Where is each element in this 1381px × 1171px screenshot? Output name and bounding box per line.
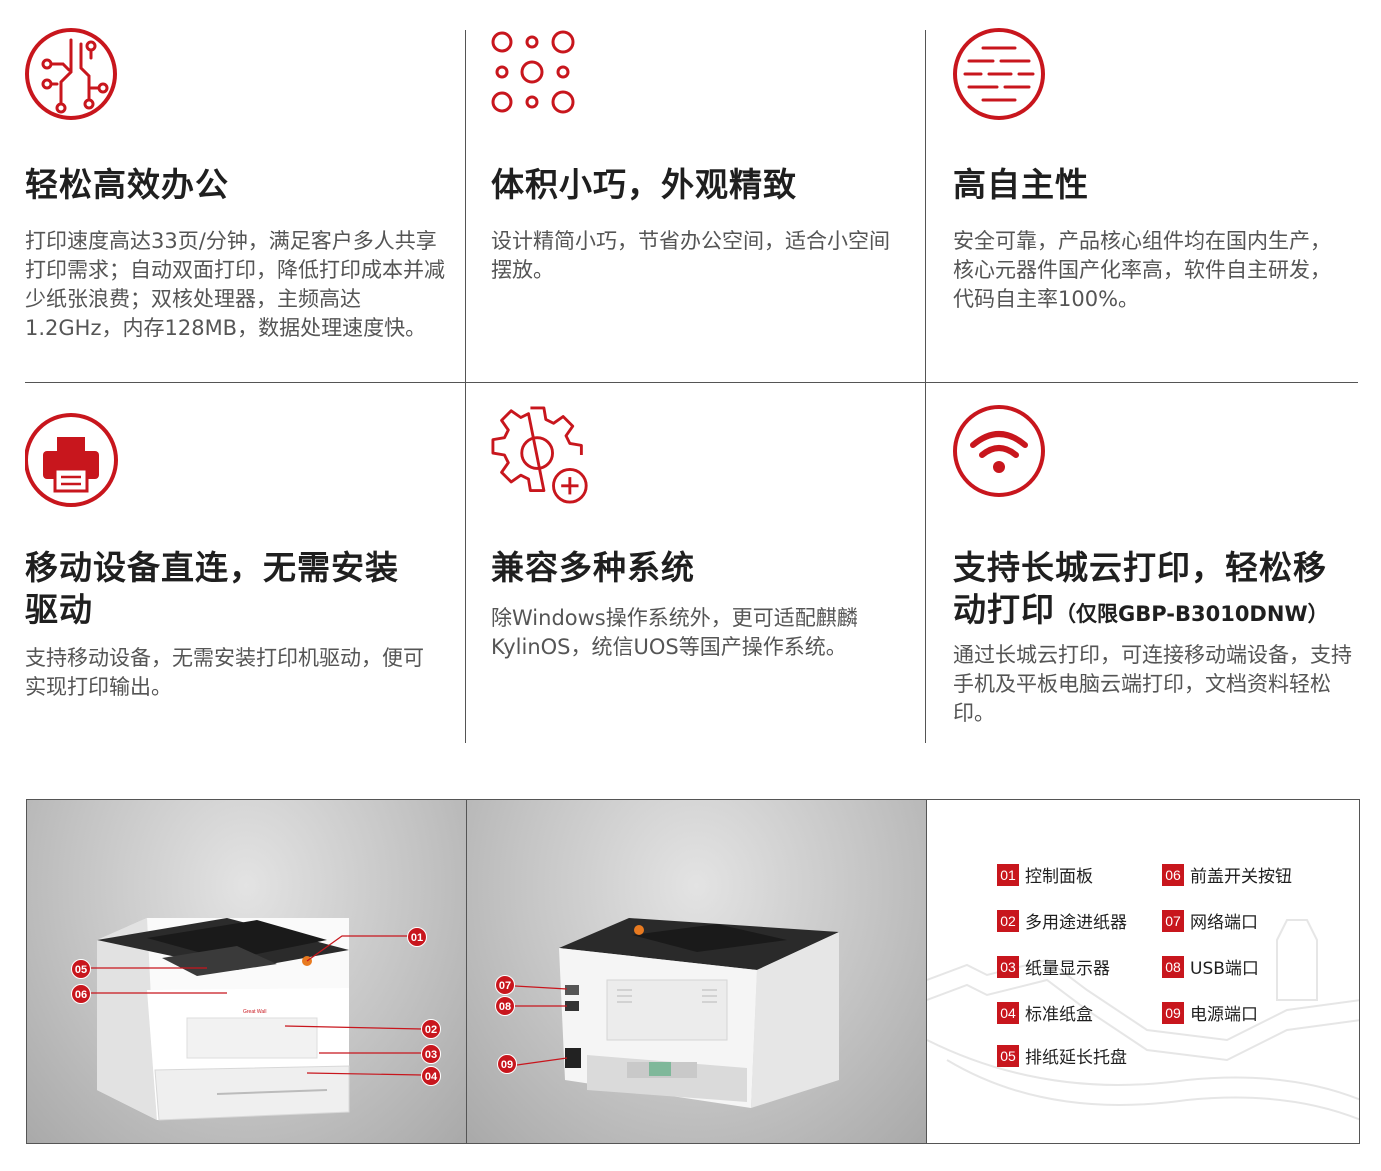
callout-03: 03 [421, 1044, 441, 1064]
legend-number: 06 [1162, 863, 1184, 886]
legend-number: 05 [997, 1044, 1019, 1067]
legend-number: 04 [997, 1001, 1019, 1024]
callout-09: 09 [497, 1054, 517, 1074]
legend-label: 排纸延长托盘 [1025, 1048, 1127, 1068]
feature-title: 轻松高效办公 [25, 165, 229, 204]
feature-title: 体积小巧，外观精致 [491, 165, 797, 204]
feature-desc: 除Windows操作系统外，更可适配麒麟KylinOS，统信UOS等国产操作系统… [491, 606, 858, 659]
legend-label: 纸量显示器 [1025, 959, 1110, 979]
printer-icon [25, 413, 118, 507]
feature-title: 支持长城云打印，轻松移动打印（仅限GBP-B3010DNW） [953, 547, 1353, 635]
divider-vertical [925, 383, 926, 743]
feature-title-main: 支持长城云打印，轻松移动打印 [953, 548, 1327, 629]
circuit-icon [25, 28, 117, 120]
legend-item: 06 前盖开关按钮 [1162, 862, 1292, 887]
dots-grid-icon [491, 30, 575, 114]
divider-vertical [925, 30, 926, 382]
feature-desc: 设计精简小巧，节省办公空间，适合小空间摆放。 [491, 229, 890, 282]
legend-item: 05 排纸延长托盘 [997, 1043, 1127, 1068]
legend-item: 09 电源端口 [1162, 1000, 1258, 1025]
legend-item: 01 控制面板 [997, 862, 1093, 887]
legend-label: 网络端口 [1190, 913, 1258, 933]
legend-number: 08 [1162, 955, 1184, 978]
legend-label: 多用途进纸器 [1025, 913, 1127, 933]
lines-icon [953, 28, 1045, 120]
feature-desc: 安全可靠，产品核心组件均在国内生产，核心元器件国产化率高，软件自主研发，代码自主… [953, 229, 1331, 311]
divider-horizontal [25, 382, 1358, 383]
legend-item: 03 纸量显示器 [997, 954, 1110, 979]
legend-number: 07 [1162, 909, 1184, 932]
callout-08: 08 [495, 996, 515, 1016]
legend-item: 07 网络端口 [1162, 908, 1258, 933]
great-wall-watermark-icon [927, 919, 1359, 1121]
feature-title: 兼容多种系统 [491, 548, 695, 587]
legend-label: 控制面板 [1025, 867, 1093, 887]
legend-label: 标准纸盒 [1025, 1005, 1093, 1025]
printer-rear-illustration [514, 918, 839, 1108]
legend-label: 电源端口 [1190, 1005, 1258, 1025]
legend-number: 02 [997, 909, 1019, 932]
legend-item: 02 多用途进纸器 [997, 908, 1127, 933]
wifi-icon [953, 405, 1045, 497]
callout-04: 04 [421, 1066, 441, 1086]
printer-front-view: Great Wall 01 05 06 02 03 04 [26, 799, 467, 1144]
feature-desc: 支持移动设备，无需安装打印机驱动，便可实现打印输出。 [25, 646, 424, 699]
printer-rear-view: 07 08 09 [466, 799, 927, 1144]
legend-number: 09 [1162, 1001, 1184, 1024]
callout-05: 05 [71, 959, 91, 979]
printer-front-illustration: Great Wall [85, 918, 423, 1121]
gear-plus-icon [491, 406, 588, 504]
legend-number: 03 [997, 955, 1019, 978]
divider-vertical [465, 383, 466, 743]
callout-01: 01 [407, 927, 427, 947]
feature-title-note: （仅限GBP-B3010DNW） [1055, 602, 1329, 626]
callout-02: 02 [421, 1019, 441, 1039]
feature-desc: 打印速度高达33页/分钟，满足客户多人共享打印需求；自动双面打印，降低打印成本并… [25, 229, 445, 340]
legend-item: 08 USB端口 [1162, 954, 1259, 979]
callout-06: 06 [71, 984, 91, 1004]
feature-desc: 通过长城云打印，可连接移动端设备，支持手机及平板电脑云端打印，文档资料轻松印。 [953, 643, 1352, 725]
legend-label: 前盖开关按钮 [1190, 867, 1292, 887]
feature-title: 高自主性 [953, 165, 1089, 204]
legend-item: 04 标准纸盒 [997, 1000, 1093, 1025]
callout-07: 07 [495, 975, 515, 995]
divider-vertical [465, 30, 466, 382]
feature-title: 移动设备直连，无需安装驱动 [25, 548, 399, 629]
legend-label: USB端口 [1190, 959, 1259, 979]
legend-number: 01 [997, 863, 1019, 886]
printer-brand-label: Great Wall [243, 1009, 266, 1015]
